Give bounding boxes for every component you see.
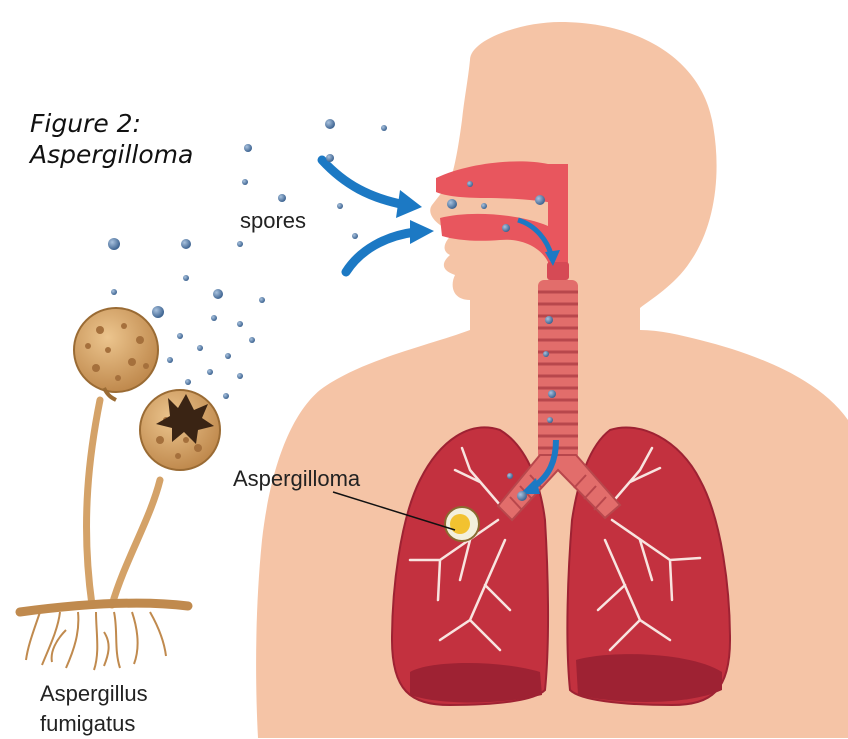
caption-title: Aspergilloma [30, 139, 193, 170]
figure-caption: Figure 2: Aspergilloma [30, 108, 193, 170]
arrow-upper [322, 160, 405, 205]
aspergillus-fungus [20, 308, 220, 670]
aspergilloma-label: Aspergilloma [233, 466, 360, 492]
organism-label: Aspergillus fumigatus [40, 679, 148, 739]
fungus-stalk-left [87, 400, 100, 605]
sporangium-closed [74, 308, 158, 400]
organism-label-species: fumigatus [40, 709, 148, 739]
larynx [547, 262, 569, 280]
fungus-stalk-right [112, 480, 160, 605]
sporangium-burst [140, 390, 220, 470]
fungus-base [20, 603, 188, 612]
organism-label-genus: Aspergillus [40, 679, 148, 709]
spores-label: spores [240, 208, 306, 234]
caption-figure-number: Figure 2: [30, 108, 193, 139]
fungus-roots [26, 612, 166, 670]
right-lung-base [410, 663, 542, 703]
